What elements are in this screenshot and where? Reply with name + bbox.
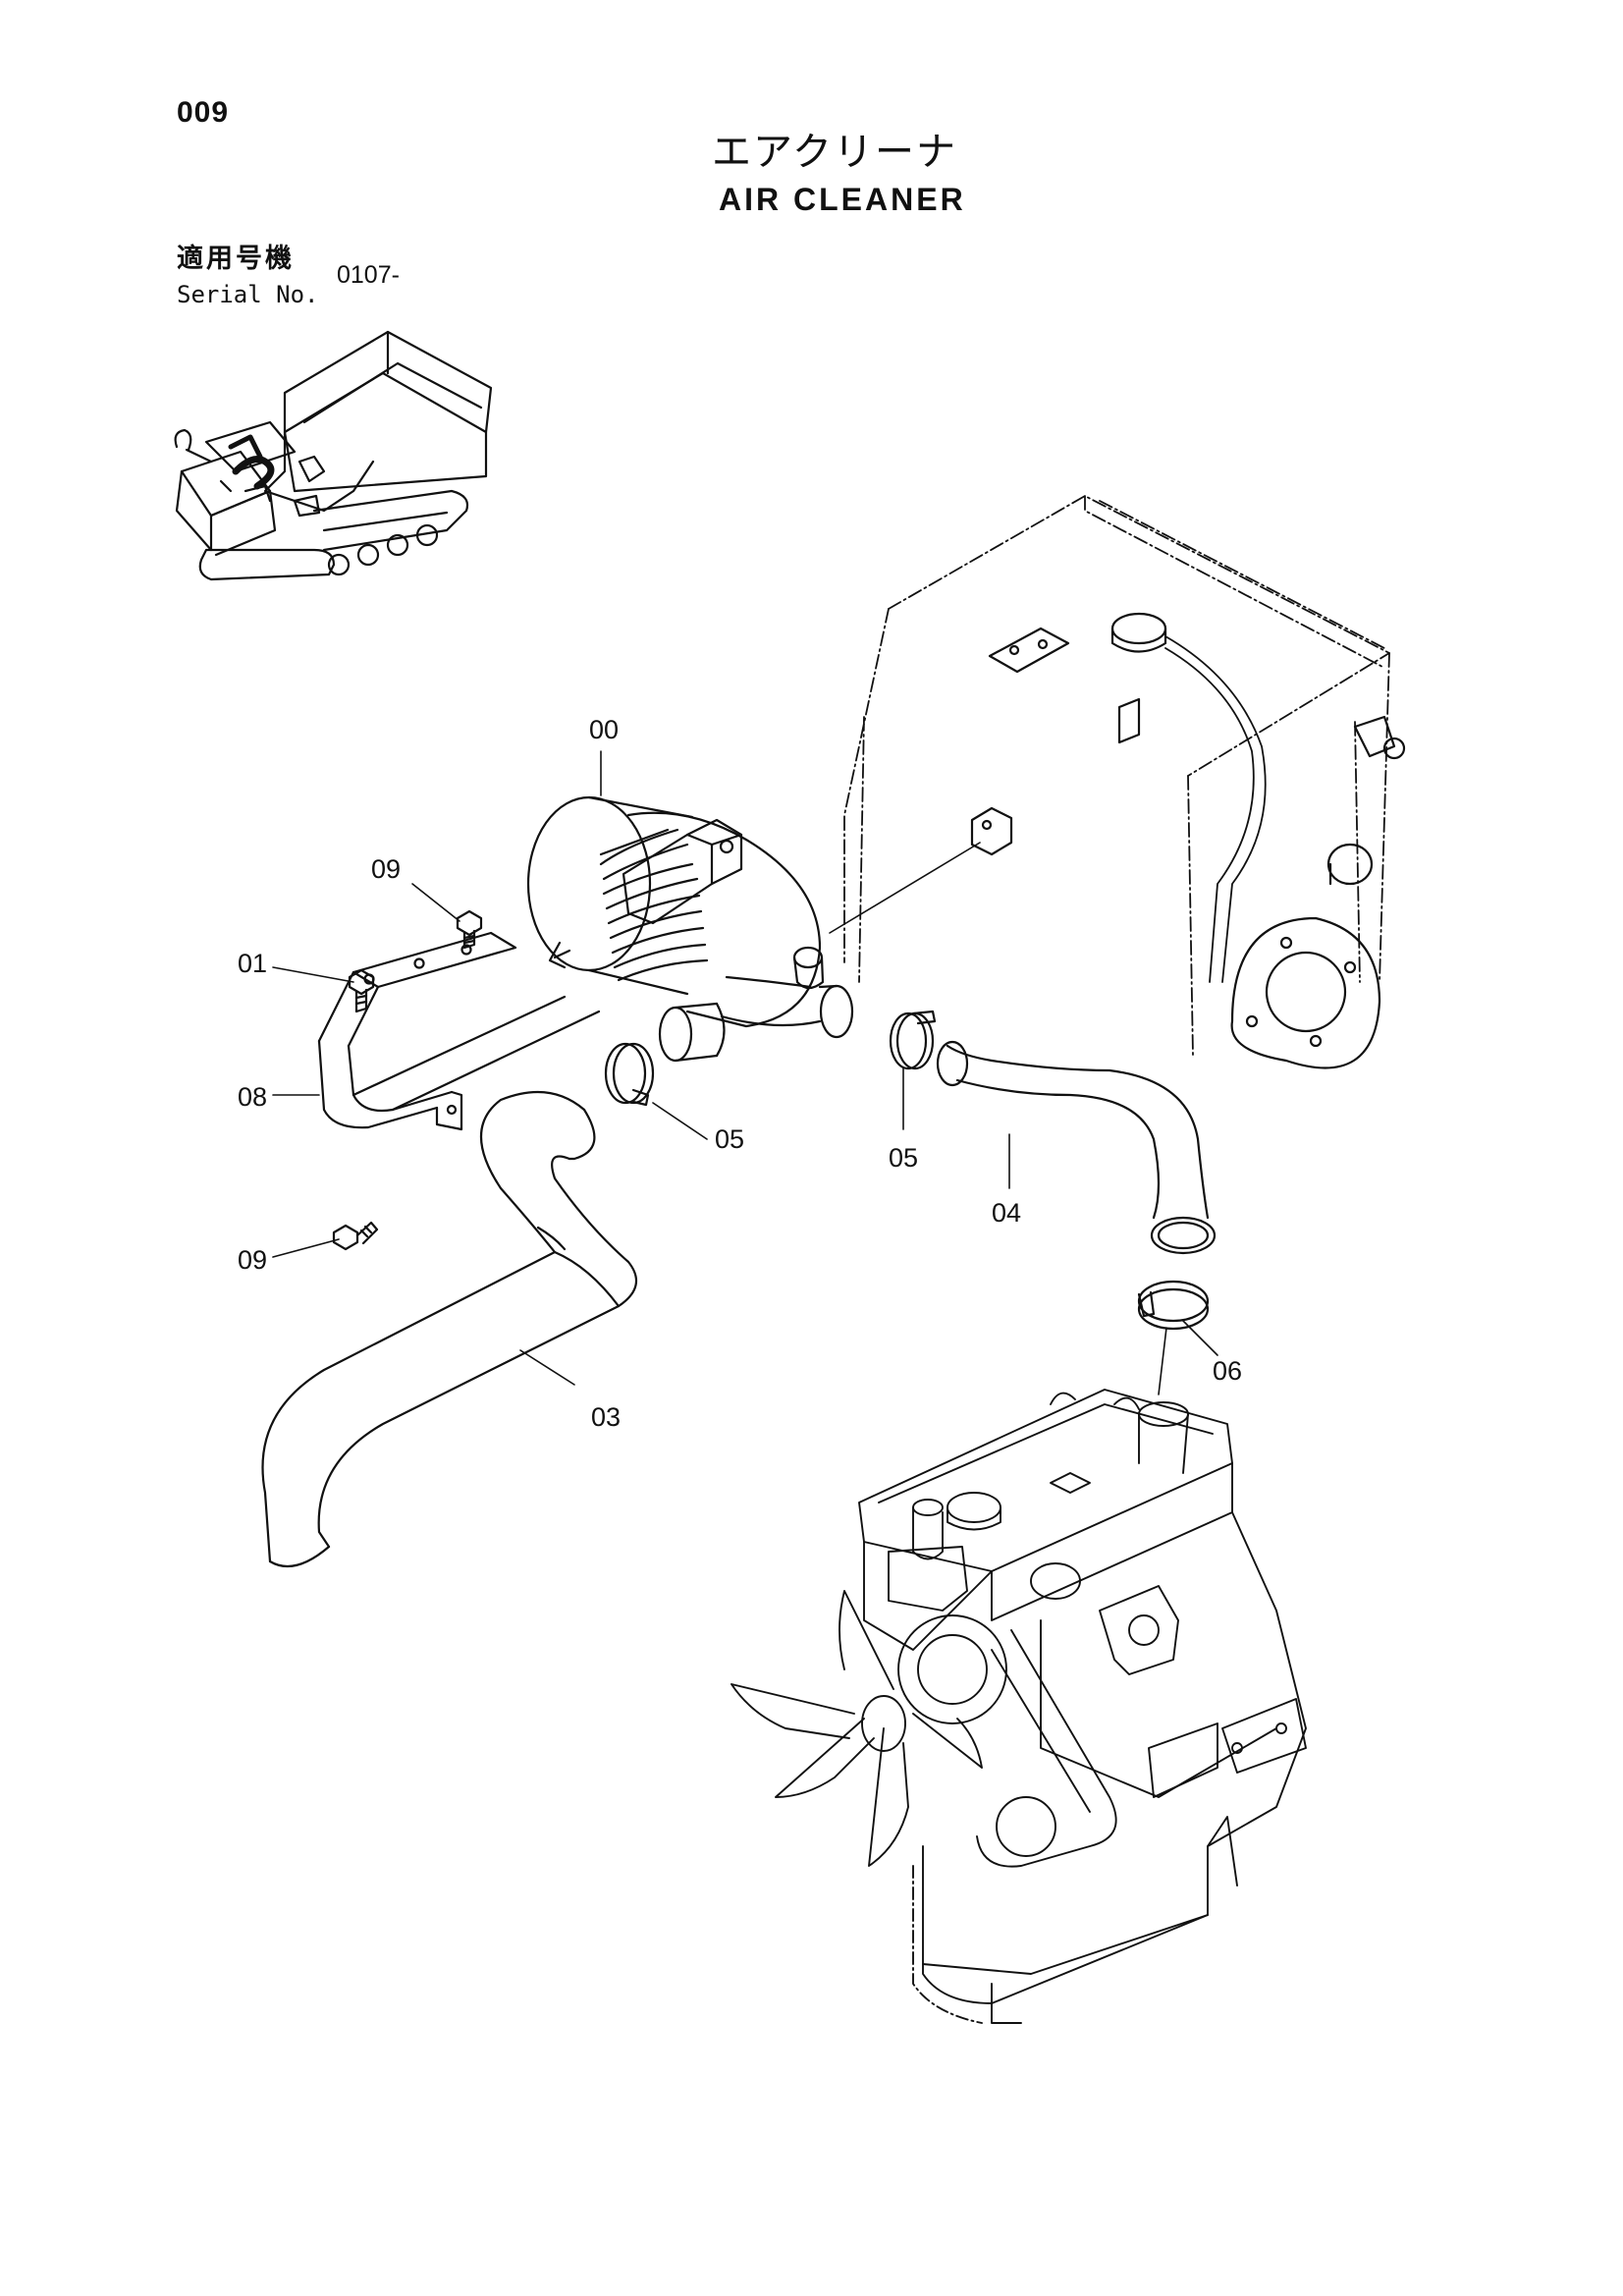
engine (731, 1390, 1306, 2023)
serial-label-english: Serial No. (177, 281, 319, 308)
crawler-carrier-thumbnail (176, 332, 491, 579)
bolt (334, 911, 481, 1249)
title-japanese: エアクリーナ (712, 130, 957, 175)
callout-05-left: 05 (715, 1124, 745, 1154)
callout-01: 01 (238, 949, 268, 978)
callout-03: 03 (591, 1402, 622, 1432)
serial-value: 0107- (337, 261, 400, 289)
inlet-hose (263, 1092, 637, 1566)
page-number: 009 (177, 96, 230, 129)
callout-09-lower: 09 (238, 1245, 268, 1275)
hose-clamp (606, 1011, 1208, 1329)
callout-00: 00 (589, 715, 620, 744)
callout-04: 04 (992, 1198, 1022, 1228)
callout-05-right: 05 (889, 1143, 919, 1173)
callout-09-upper: 09 (371, 854, 402, 884)
callout-08: 08 (238, 1082, 268, 1112)
serial-label-japanese: 適用号機 (177, 244, 295, 274)
outlet-hose (938, 1042, 1215, 1253)
callout-06: 06 (1213, 1356, 1243, 1386)
air-cleaner-assembly (528, 797, 852, 1061)
leader-line (830, 843, 980, 933)
fuel-tank-details (972, 614, 1404, 1068)
title-english: AIR CLEANER (719, 182, 966, 217)
fuel-tank (844, 496, 1389, 1056)
callout-leaders (273, 751, 1217, 1394)
mounting-bracket (319, 933, 599, 1129)
